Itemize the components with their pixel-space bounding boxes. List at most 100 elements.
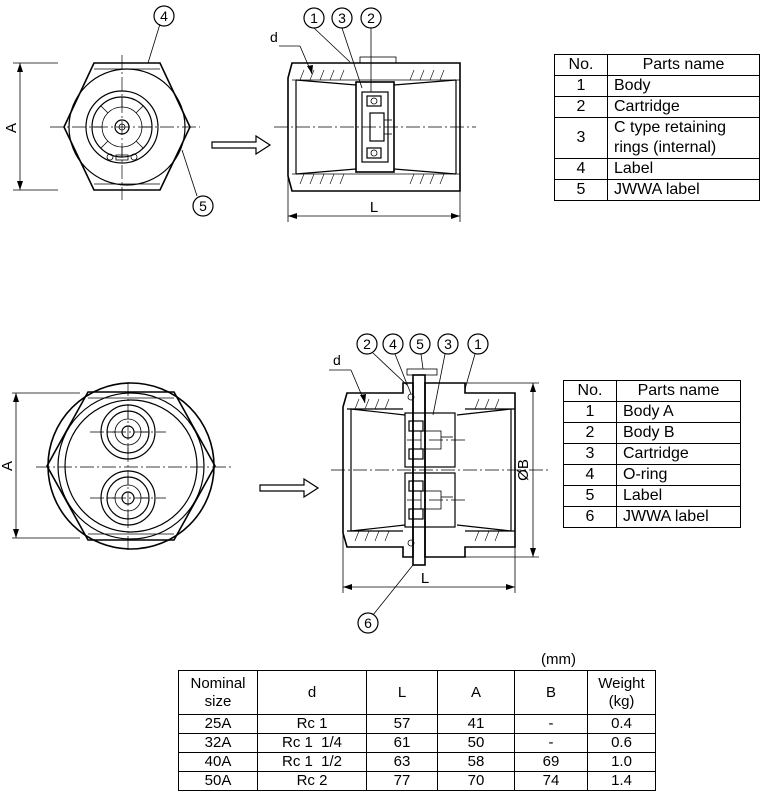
bottom-parts-header-row: No. Parts name xyxy=(563,380,741,402)
part-no: 2 xyxy=(554,96,608,118)
top-parts-header-no: No. xyxy=(554,54,608,76)
top-section-view: L d 1 3 2 xyxy=(270,7,476,222)
bottom-dim-d-label: d xyxy=(333,352,341,368)
header-weight: Weight (kg) xyxy=(587,670,656,715)
cell-L: 77 xyxy=(366,771,438,791)
cell-A: 70 xyxy=(437,771,515,791)
part-name: Cartridge xyxy=(616,443,741,465)
part-no: 1 xyxy=(554,75,608,97)
part-no: 6 xyxy=(563,506,617,528)
top-dim-A-label: A xyxy=(3,123,20,133)
top-callout-1: 1 xyxy=(310,10,318,26)
part-name: Label xyxy=(607,158,760,180)
bottom-dim-A-label: A xyxy=(0,461,16,471)
cell-L: 57 xyxy=(366,714,438,734)
part-no: 2 xyxy=(563,422,617,444)
cell-size: 40A xyxy=(178,752,258,772)
cell-L: 61 xyxy=(366,733,438,753)
cell-d: Rc 1 1/2 xyxy=(257,752,367,772)
cell-L: 63 xyxy=(366,752,438,772)
cell-size: 32A xyxy=(178,733,258,753)
top-parts-header-row: No. Parts name xyxy=(554,54,760,76)
cell-B: - xyxy=(514,714,588,734)
top-dim-d-label: d xyxy=(270,29,278,45)
dimensions-header-row: Nominal size d L A B Weight (kg) xyxy=(178,670,656,715)
bottom-parts-header-no: No. xyxy=(563,380,617,402)
top-callout-2: 2 xyxy=(367,10,375,26)
bottom-dim-B-label: ØB xyxy=(515,459,532,481)
bottom-callout-5: 5 xyxy=(416,336,424,352)
cell-weight: 1.0 xyxy=(587,752,656,772)
cell-B: 74 xyxy=(514,771,588,791)
bottom-callout-3: 3 xyxy=(444,336,452,352)
part-name: C type retaining rings (internal) xyxy=(607,117,760,159)
part-name: Body xyxy=(607,75,760,97)
part-no: 3 xyxy=(563,443,617,465)
cell-d: Rc 1 1/4 xyxy=(257,733,367,753)
header-nominal-size: Nominal size xyxy=(178,670,258,715)
cell-d: Rc 1 xyxy=(257,714,367,734)
cell-B: - xyxy=(514,733,588,753)
top-callout-4: 4 xyxy=(160,8,168,24)
cell-size: 50A xyxy=(178,771,258,791)
cell-A: 58 xyxy=(437,752,515,772)
part-name: Label xyxy=(616,485,741,507)
part-name: Cartridge xyxy=(607,96,760,118)
part-name: JWWA label xyxy=(607,179,760,201)
bottom-callout-2: 2 xyxy=(363,336,371,352)
part-no: 1 xyxy=(563,401,617,423)
part-no: 5 xyxy=(554,179,608,201)
part-name: O-ring xyxy=(616,464,741,486)
bottom-section-view: ØB L d 2 4 5 3 1 6 xyxy=(329,333,549,634)
top-dim-L-label: L xyxy=(370,199,378,216)
header-L: L xyxy=(366,670,438,715)
top-end-view: A 4 5 xyxy=(3,5,214,217)
cell-weight: 0.4 xyxy=(587,714,656,734)
cell-A: 41 xyxy=(437,714,515,734)
top-callout-5: 5 xyxy=(199,198,207,214)
cell-weight: 0.6 xyxy=(587,733,656,753)
bottom-parts-header-name: Parts name xyxy=(616,380,741,402)
bottom-dim-L-label: L xyxy=(421,570,429,587)
part-no: 4 xyxy=(563,464,617,486)
bottom-end-view: A xyxy=(0,382,232,552)
part-name: Body B xyxy=(616,422,741,444)
cell-weight: 1.4 xyxy=(587,771,656,791)
top-view-arrow xyxy=(211,134,272,156)
header-d: d xyxy=(257,670,367,715)
part-name: JWWA label xyxy=(616,506,741,528)
dimensions-unit: (mm) xyxy=(541,651,576,668)
part-no: 5 xyxy=(563,485,617,507)
part-name: Body A xyxy=(616,401,741,423)
cell-B: 69 xyxy=(514,752,588,772)
header-A: A xyxy=(437,670,515,715)
part-no: 4 xyxy=(554,158,608,180)
cell-size: 25A xyxy=(178,714,258,734)
bottom-callout-1: 1 xyxy=(474,336,482,352)
top-callout-3: 3 xyxy=(338,10,346,26)
bottom-view-arrow xyxy=(259,477,320,499)
part-no: 3 xyxy=(554,117,608,159)
top-parts-header-name: Parts name xyxy=(607,54,760,76)
cell-d: Rc 2 xyxy=(257,771,367,791)
bottom-callout-4: 4 xyxy=(389,336,397,352)
cell-A: 50 xyxy=(437,733,515,753)
